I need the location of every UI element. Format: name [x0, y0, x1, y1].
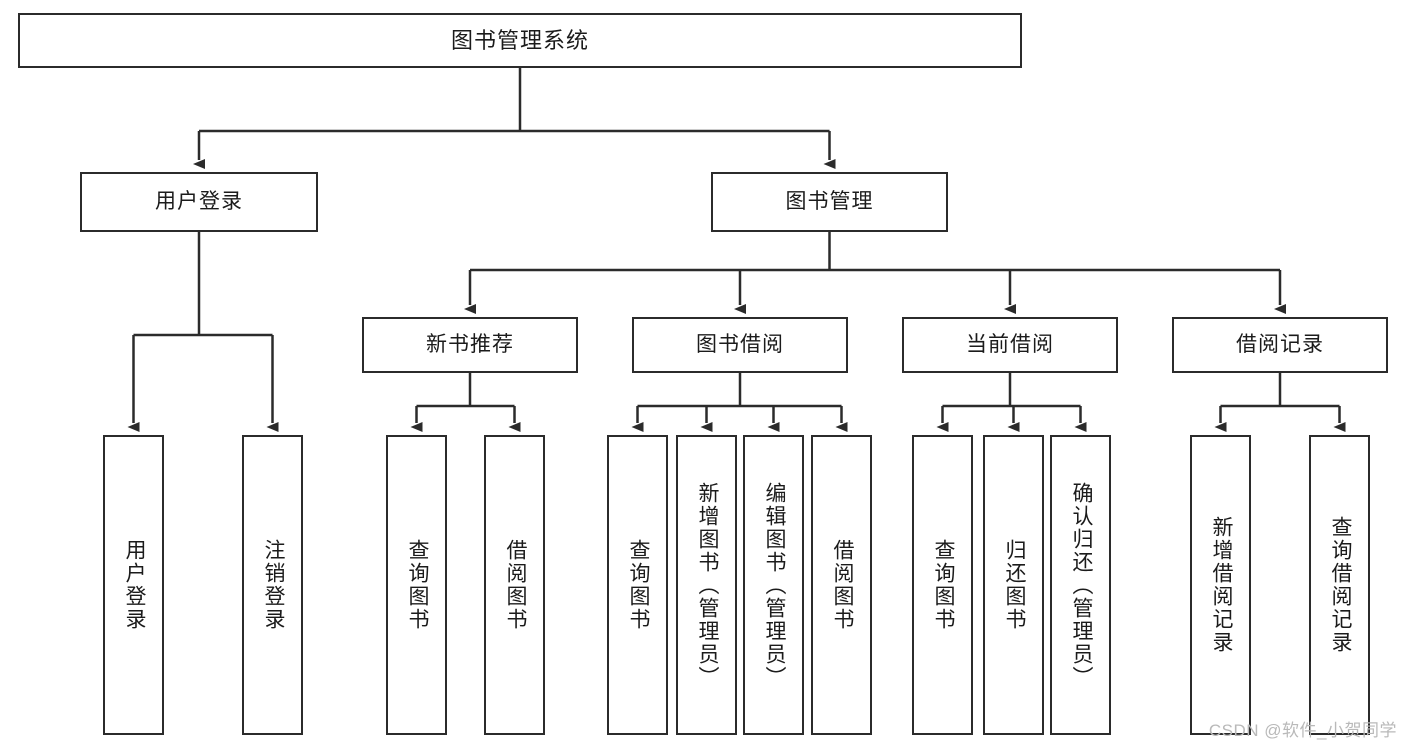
node-label: 查询图书 [405, 539, 429, 631]
node-label: 用户登录 [122, 539, 146, 631]
node-leaf-add-book[interactable]: 新增图书（管理员） [676, 435, 737, 735]
node-leaf-borrow-book-2[interactable]: 借阅图书 [811, 435, 872, 735]
node-label: 注销登录 [261, 539, 285, 631]
node-current-borrow[interactable]: 当前借阅 [902, 317, 1118, 373]
node-label: 确认归还（管理员） [1069, 481, 1093, 689]
node-label: 编辑图书（管理员） [762, 481, 786, 689]
node-leaf-query-record[interactable]: 查询借阅记录 [1309, 435, 1370, 735]
node-root[interactable]: 图书管理系统 [18, 13, 1022, 68]
node-label: 借阅记录 [1236, 332, 1324, 356]
node-leaf-user-logout[interactable]: 注销登录 [242, 435, 303, 735]
node-label: 图书管理系统 [450, 27, 589, 53]
node-leaf-return-book[interactable]: 归还图书 [983, 435, 1044, 735]
node-borrow-record[interactable]: 借阅记录 [1172, 317, 1388, 373]
node-label: 归还图书 [1002, 539, 1026, 631]
node-leaf-confirm-return[interactable]: 确认归还（管理员） [1050, 435, 1111, 735]
watermark-text: CSDN @软件_小贺同学 [1208, 721, 1397, 740]
node-label: 新增图书（管理员） [695, 481, 719, 689]
node-label: 查询图书 [931, 539, 955, 631]
node-leaf-query-book-3[interactable]: 查询图书 [912, 435, 973, 735]
node-book-manage[interactable]: 图书管理 [711, 172, 948, 232]
node-label: 图书借阅 [696, 332, 784, 356]
node-user-login[interactable]: 用户登录 [80, 172, 318, 232]
node-leaf-borrow-book-1[interactable]: 借阅图书 [484, 435, 545, 735]
node-label: 新书推荐 [426, 332, 514, 356]
node-label: 查询图书 [626, 539, 650, 631]
node-label: 查询借阅记录 [1328, 516, 1352, 654]
node-leaf-add-record[interactable]: 新增借阅记录 [1190, 435, 1251, 735]
node-label: 借阅图书 [503, 539, 527, 631]
node-book-borrow[interactable]: 图书借阅 [632, 317, 848, 373]
node-leaf-query-book-1[interactable]: 查询图书 [386, 435, 447, 735]
node-leaf-query-book-2[interactable]: 查询图书 [607, 435, 668, 735]
node-leaf-user-login[interactable]: 用户登录 [103, 435, 164, 735]
node-leaf-edit-book[interactable]: 编辑图书（管理员） [743, 435, 804, 735]
node-label: 新增借阅记录 [1209, 516, 1233, 654]
node-label: 当前借阅 [966, 332, 1054, 356]
node-label: 用户登录 [155, 189, 243, 213]
node-label: 借阅图书 [830, 539, 854, 631]
node-new-book-rec[interactable]: 新书推荐 [362, 317, 578, 373]
node-label: 图书管理 [785, 189, 874, 213]
